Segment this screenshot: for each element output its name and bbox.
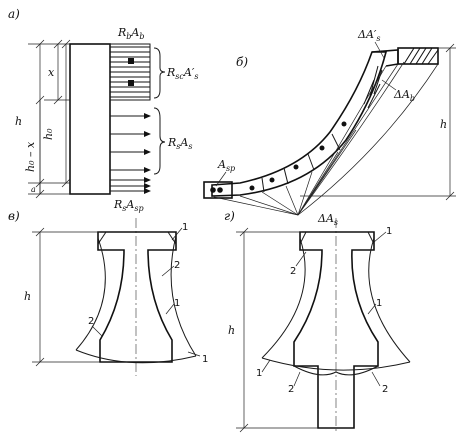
panel-b: б) bbox=[203, 28, 456, 216]
dimension-lines-a bbox=[28, 39, 110, 199]
panel-g: г) h ΔAs 1 2 1 1 2 bbox=[224, 209, 411, 434]
dim-h-b-label: h bbox=[440, 118, 447, 131]
panel-a-label: а) bbox=[8, 7, 20, 21]
label-rsc-as-prime: RscA′s bbox=[166, 66, 198, 81]
callout-2-left-v: 2 bbox=[88, 316, 94, 327]
curve-left-v bbox=[75, 237, 106, 351]
curved-beam bbox=[211, 51, 388, 197]
dimension-h-b bbox=[300, 43, 456, 201]
dimension-h-g bbox=[236, 227, 318, 433]
callout-2-left-g: 2 bbox=[288, 384, 294, 395]
label-rb-ab: RbAb bbox=[117, 26, 145, 41]
dim-x-label: x bbox=[48, 66, 55, 79]
panel-v: в) h 1 2 1 2 1 bbox=[8, 209, 208, 376]
panel-b-label: б) bbox=[236, 55, 248, 69]
brace-rsc bbox=[153, 47, 166, 99]
callout-1-right-v: 1 bbox=[174, 298, 180, 309]
panel-g-label: г) bbox=[224, 209, 235, 223]
panel-a: а) bbox=[8, 7, 198, 213]
dimension-h-v bbox=[32, 227, 100, 367]
callout-1-top-v: 1 bbox=[182, 222, 188, 233]
brace-rs bbox=[153, 107, 166, 175]
callout-2-right-g: 2 bbox=[382, 384, 388, 395]
compressed-zone-hatch bbox=[109, 43, 151, 101]
callout-1-left-g: 1 bbox=[256, 368, 262, 379]
dim-h-v-label: h bbox=[24, 290, 31, 303]
label-da-prime: ΔA′s bbox=[357, 28, 381, 43]
callout-2-right-v: 2 bbox=[174, 260, 180, 271]
tendon-dots bbox=[249, 121, 347, 191]
beam-to-flange bbox=[371, 49, 399, 67]
tension-arrows bbox=[110, 113, 151, 194]
i-section-v bbox=[97, 231, 177, 363]
curve-left-g bbox=[261, 237, 306, 359]
label-asp-b: Asp bbox=[217, 158, 235, 173]
label-das: ΔAs bbox=[317, 212, 338, 227]
top-flange-hatch bbox=[403, 47, 439, 65]
dim-h-label: h bbox=[15, 115, 22, 128]
label-dab: ΔAb bbox=[393, 88, 415, 103]
dim-h0-label: h₀ bbox=[42, 128, 55, 140]
callout-1-top-g: 1 bbox=[386, 226, 392, 237]
callout-2-top-g: 2 bbox=[290, 266, 296, 277]
curve-bottom-v bbox=[75, 349, 197, 364]
section-rect bbox=[69, 43, 111, 195]
cross-section-g bbox=[293, 231, 379, 429]
callout-1-bottom-v: 1 bbox=[202, 354, 208, 365]
curve-bottom-g bbox=[261, 357, 411, 371]
callout-1-right-g: 1 bbox=[376, 298, 382, 309]
ray-fan bbox=[213, 61, 439, 216]
label-rs-asp: RsAsp bbox=[113, 198, 144, 213]
curve-right-v bbox=[170, 235, 197, 357]
dim-h0-minus-x-label: h₀ – x bbox=[24, 141, 37, 172]
label-rs-as: RsAs bbox=[167, 136, 192, 151]
curve-right-g bbox=[368, 237, 411, 363]
dim-h-g-label: h bbox=[228, 324, 235, 337]
stirrups bbox=[261, 133, 341, 193]
dim-a-label: a bbox=[31, 185, 36, 194]
panel-v-label: в) bbox=[8, 209, 20, 223]
